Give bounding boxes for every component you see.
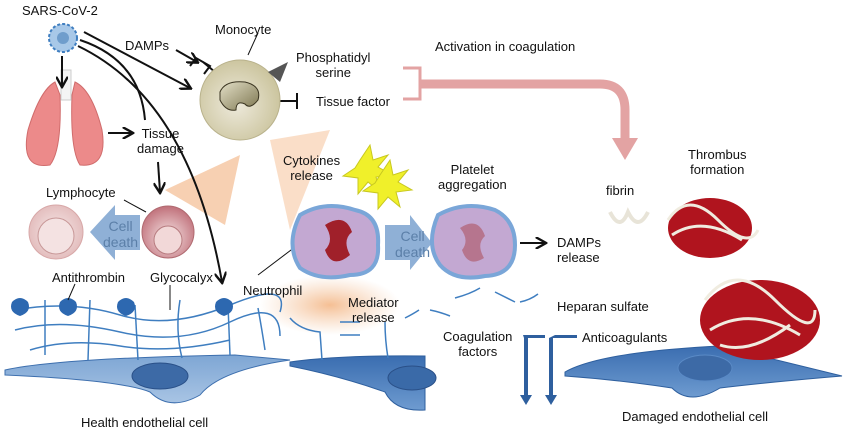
sars-cov-2-virus-icon — [48, 23, 78, 53]
cytokine-wedge — [165, 155, 240, 225]
lymphocyte-pointer — [123, 199, 147, 213]
neutrophil-cell — [290, 204, 381, 280]
label-activation-in-coagulation: Activation in coagulation — [435, 39, 576, 54]
label-tissue-factor: Tissue factor — [316, 94, 390, 109]
tissue-factor-inhibit — [278, 93, 298, 109]
lymphocyte-healthy — [141, 205, 195, 259]
platelet-aggregate — [341, 143, 414, 211]
activation-arrow — [403, 66, 630, 140]
label-glycocalyx: Glycocalyx — [150, 270, 213, 285]
arrow-virus-to-glycocalyx — [77, 45, 222, 282]
label-sars-cov-2: SARS-CoV-2 — [22, 3, 98, 18]
lungs-icon — [25, 69, 104, 167]
phosphatidylserine-icon — [268, 62, 288, 82]
glycocalyx — [14, 293, 389, 361]
label-fibrin: fibrin — [606, 183, 635, 198]
damaged-nucleus — [677, 354, 733, 382]
monocyte-cell — [199, 59, 288, 141]
cytokine-wedge — [270, 130, 330, 230]
activation-arrowhead — [612, 138, 638, 160]
arrow-damage-to-lymphocyte — [158, 161, 160, 192]
cell-death-arrow-1 — [90, 205, 140, 260]
antithrombin-pointer — [67, 283, 76, 301]
lymphocyte-dead — [28, 204, 84, 260]
coagulation-arrows — [520, 335, 577, 405]
monocyte-pointer — [247, 32, 259, 56]
mediator-glow — [260, 275, 400, 335]
thrombus-top — [608, 198, 760, 258]
label-damaged-endothelial-cell: Damaged endothelial cell — [622, 409, 768, 424]
label-lymphocyte: Lymphocyte — [46, 185, 116, 200]
middle-endothelial-cell — [289, 355, 426, 411]
label-damps: DAMPs — [125, 38, 170, 53]
label-monocyte: Monocyte — [215, 22, 272, 37]
middle-nucleus — [387, 365, 437, 391]
neutrophil-dead-cell — [430, 204, 518, 280]
arrow-virus-tissue — [79, 39, 146, 121]
label-anticoagulants: Anticoagulants — [582, 330, 668, 345]
neutrophil-pointer — [257, 246, 296, 276]
healthy-nucleus — [131, 362, 189, 390]
label-healthy-endothelial-cell: Health endothelial cell — [81, 415, 209, 430]
label-heparan-sulfate: Heparan sulfate — [557, 299, 649, 314]
cell-death-arrow-2 — [385, 215, 432, 270]
heparan-sulfate-fragments — [404, 287, 539, 319]
antithrombin-molecules — [11, 298, 233, 316]
label-antithrombin: Antithrombin — [52, 270, 125, 285]
arrow-virus-to-monocyte-1 — [83, 31, 190, 88]
label-neutrophil: Neutrophil — [243, 283, 303, 298]
thrombus-bottom — [700, 278, 820, 360]
